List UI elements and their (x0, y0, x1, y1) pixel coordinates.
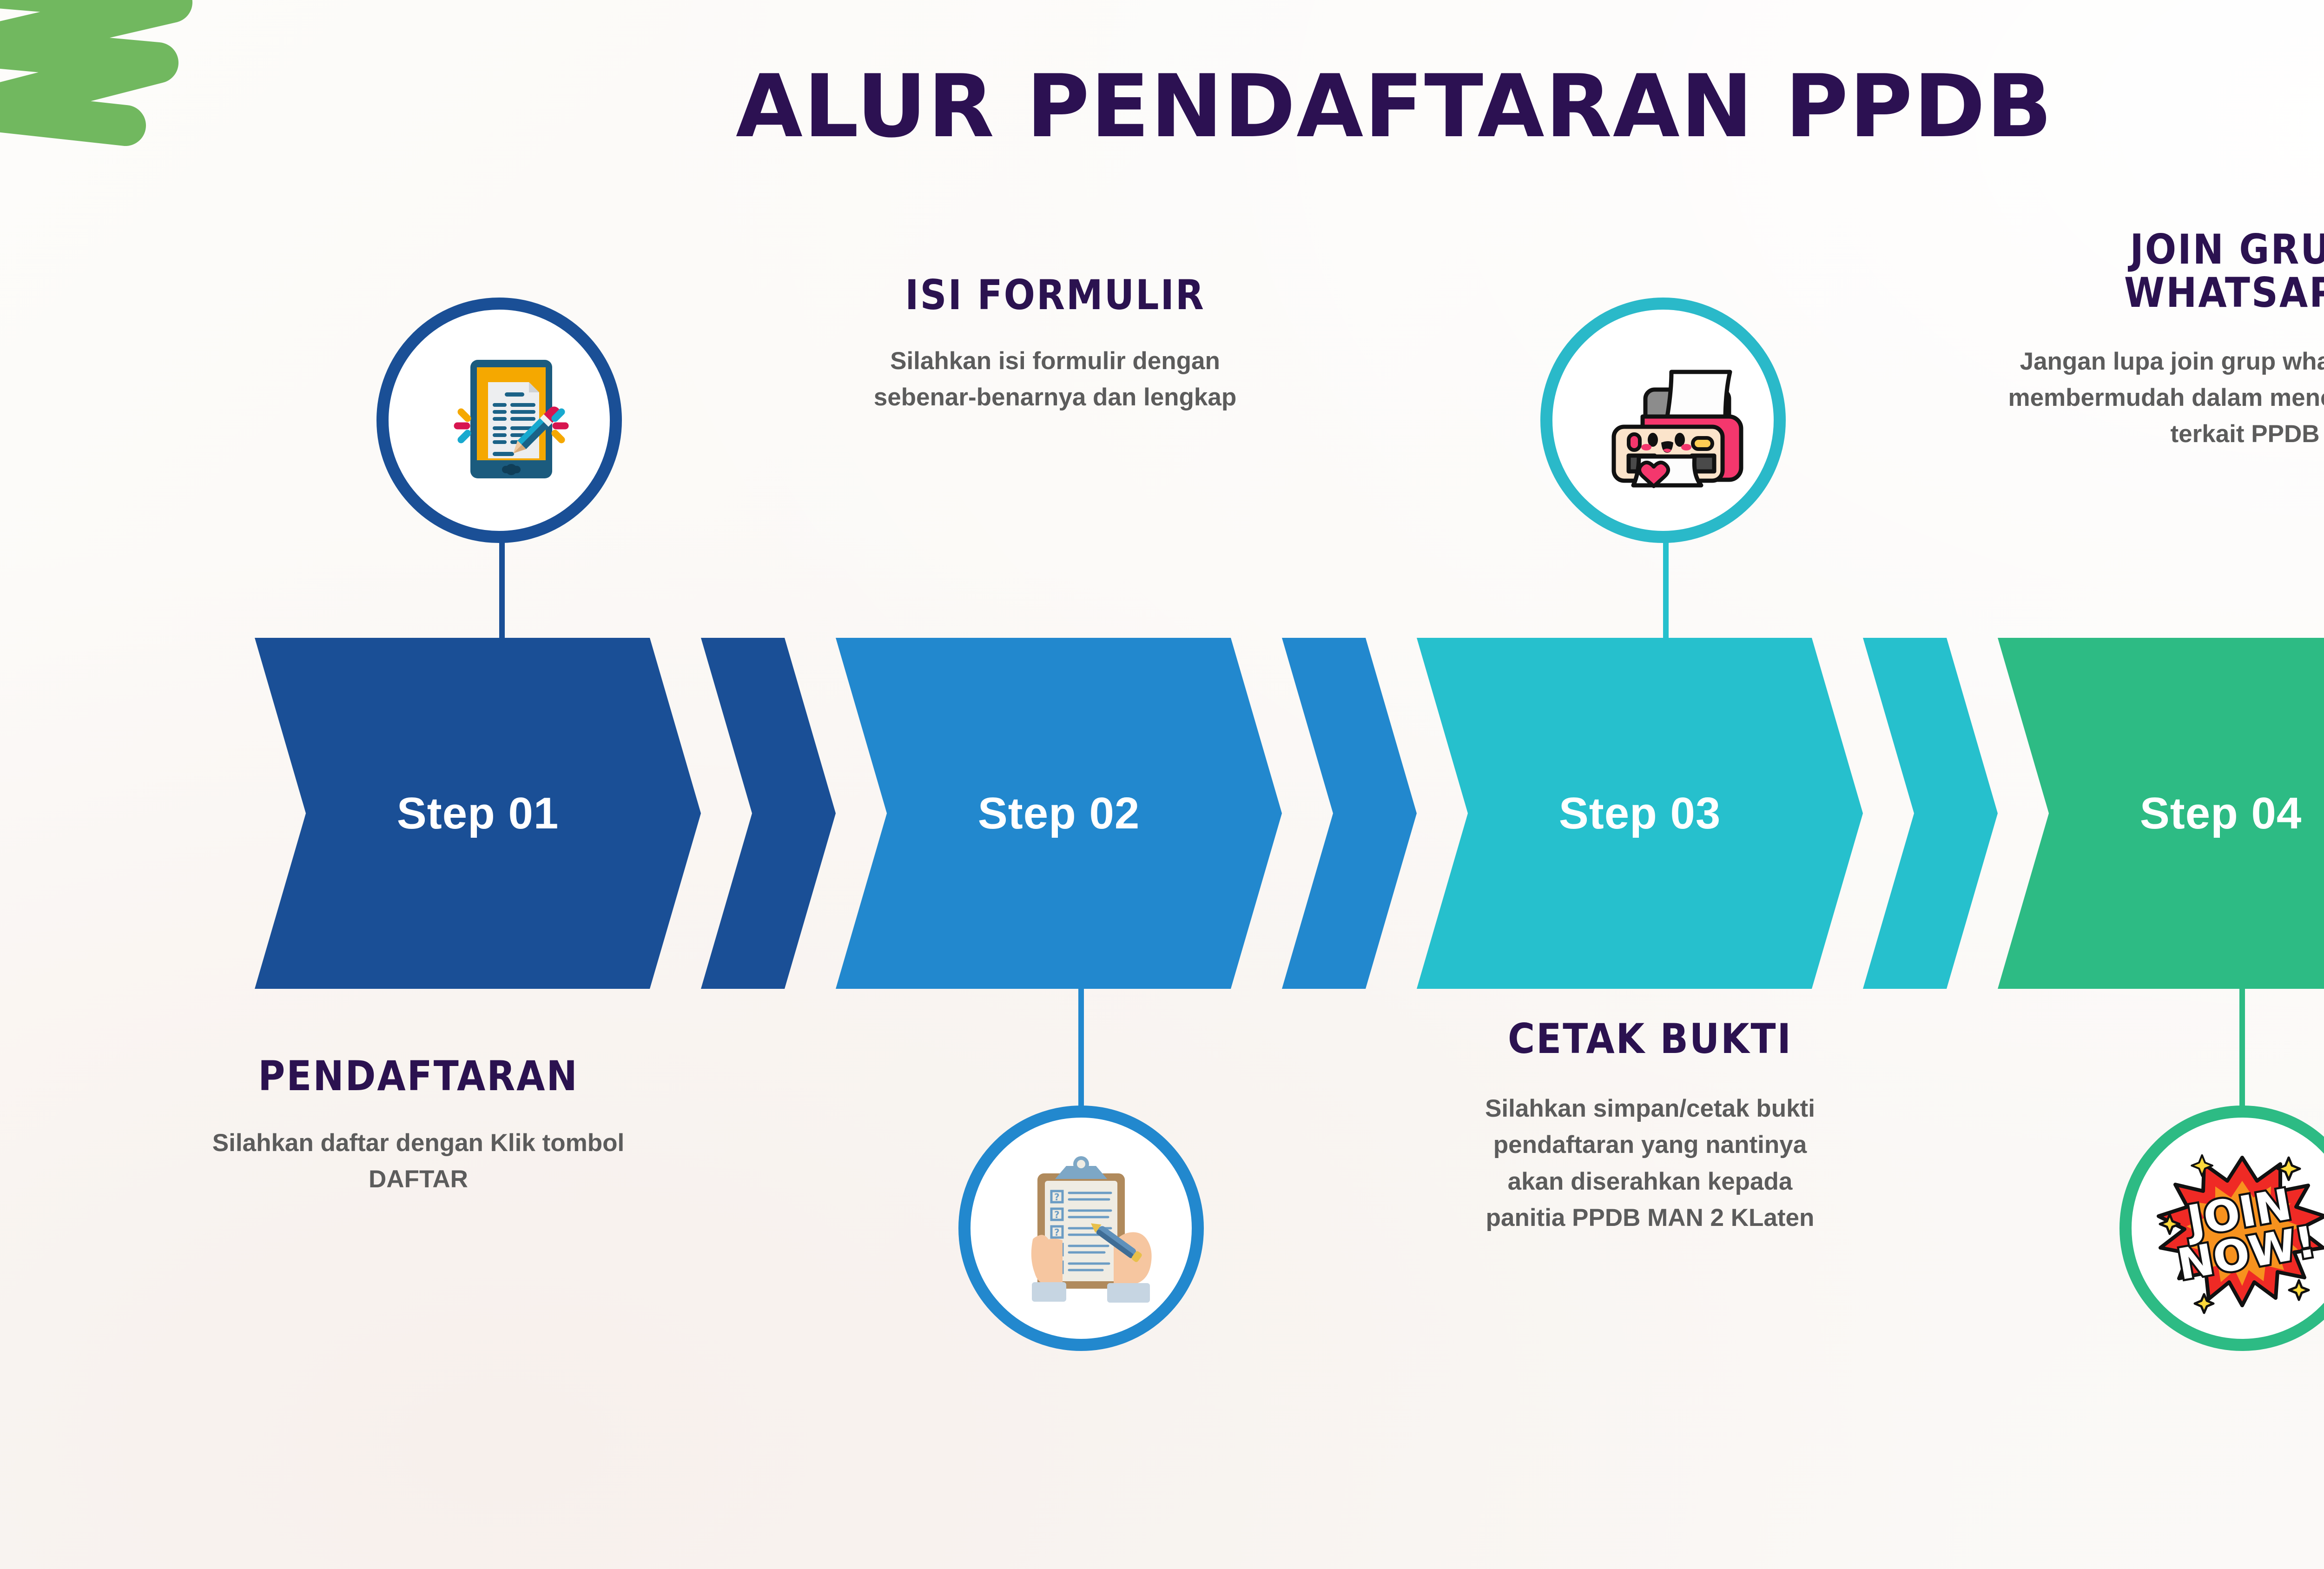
step-flow-bar: Step 01 Step 02 Step 03 Step 04 (0, 638, 2324, 989)
printer-kawaii-icon (1611, 370, 1743, 488)
chevron-step-01[interactable]: Step 01 (255, 638, 701, 989)
text-block-step-01: PENDAFTARAN Silahkan daftar dengan Klik … (153, 1055, 683, 1198)
tablet-form-pencil-icon (454, 360, 569, 478)
clipboard-checklist-hands-icon: ?? ??? (1031, 1156, 1152, 1303)
svg-text:?: ? (1054, 1227, 1060, 1238)
connector-step-03 (1663, 539, 1669, 644)
text-block-step-04: JOIN GRUP WHATSAPP Jangan lupa join grup… (1943, 228, 2324, 453)
heading-step-01: PENDAFTARAN (258, 1052, 579, 1100)
connector-step-02 (1078, 983, 1084, 1127)
step-label-04: Step 04 (2139, 788, 2302, 838)
heading-step-04: JOIN GRUP WHATSAPP (2124, 225, 2324, 317)
body-step-01: Silahkan daftar dengan Klik tombol DAFTA… (212, 1129, 625, 1193)
step-label-02: Step 02 (977, 788, 1140, 838)
step-label-01: Step 01 (396, 788, 559, 838)
step-label-03: Step 03 (1558, 788, 1721, 838)
chevron-step-03[interactable]: Step 03 (1417, 638, 1863, 989)
icon-circle-step-01[interactable] (376, 298, 622, 543)
connector-step-01 (499, 539, 505, 644)
chevron-step-02[interactable]: Step 02 (836, 638, 1282, 989)
heading-step-02: ISI FORMULIR (905, 271, 1205, 319)
green-zigzag-scribble (0, 0, 192, 146)
text-block-step-02: ISI FORMULIR Silahkan isi formulir denga… (790, 274, 1320, 416)
svg-text:?: ? (1054, 1209, 1060, 1220)
body-step-04: Jangan lupa join grup whatsapp untuk mem… (2008, 347, 2324, 448)
heading-step-03: CETAK BUKTI (1508, 1015, 1792, 1063)
chevron-separator-02 (1282, 638, 1417, 989)
chevron-separator-03 (1863, 638, 1998, 989)
connector-step-04 (2239, 983, 2245, 1127)
join-now-burst-icon: JOIN NOW! (2157, 1154, 2324, 1314)
body-step-02: Silahkan isi formulir dengan sebenar-ben… (873, 347, 1237, 411)
page-title: ALUR PENDAFTARAN PPDB (735, 56, 2053, 157)
chevron-separator-01 (701, 638, 836, 989)
chevron-step-04[interactable]: Step 04 (1998, 638, 2324, 989)
svg-text:?: ? (1054, 1192, 1060, 1203)
body-step-03: Silahkan simpan/cetak bukti pendaftaran … (1485, 1094, 1815, 1232)
icon-circle-step-04[interactable]: JOIN NOW! (2119, 1106, 2324, 1351)
icon-circle-step-03[interactable] (1540, 298, 1786, 543)
text-block-step-03: CETAK BUKTI Silahkan simpan/cetak bukti … (1380, 1018, 1920, 1237)
icon-circle-step-02[interactable]: ?? ??? (958, 1106, 1204, 1351)
